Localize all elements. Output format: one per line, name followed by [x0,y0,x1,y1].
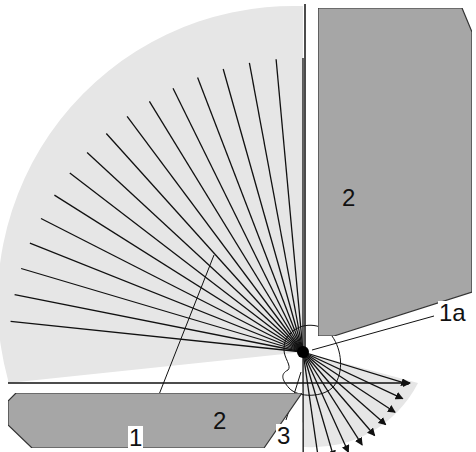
ray [198,78,303,353]
ray [302,58,303,352]
ray-arrow [303,352,334,452]
ray [276,59,303,352]
ray-arrow [303,352,408,384]
ray-arrow [302,352,304,452]
callout-number: 1a [438,301,467,325]
block-outline [8,393,302,448]
vertical-axis [304,4,306,352]
part-number: 2 [342,186,355,210]
small-fan [303,352,418,447]
ray-arrow [303,352,386,425]
ray-arrow [303,352,362,445]
ray [21,269,303,353]
output-arrows [303,352,408,452]
horizontal-axis [8,382,410,384]
ray [249,63,303,352]
ray [127,116,303,352]
ray [106,134,303,353]
callout-number: 3 [276,424,291,448]
ray [41,219,303,353]
ray-arrow [303,352,319,452]
block-outline [318,8,472,336]
ray [87,152,303,352]
callout-number: 1 [128,426,143,450]
focus-point [297,346,309,358]
support-block: 2 [318,8,472,336]
part-number: 2 [213,409,226,433]
ray [223,69,303,352]
support-block: 2 [8,393,302,448]
ray [173,88,303,352]
light-fan [0,6,303,383]
radial-lines [11,58,303,352]
ray [11,321,303,352]
